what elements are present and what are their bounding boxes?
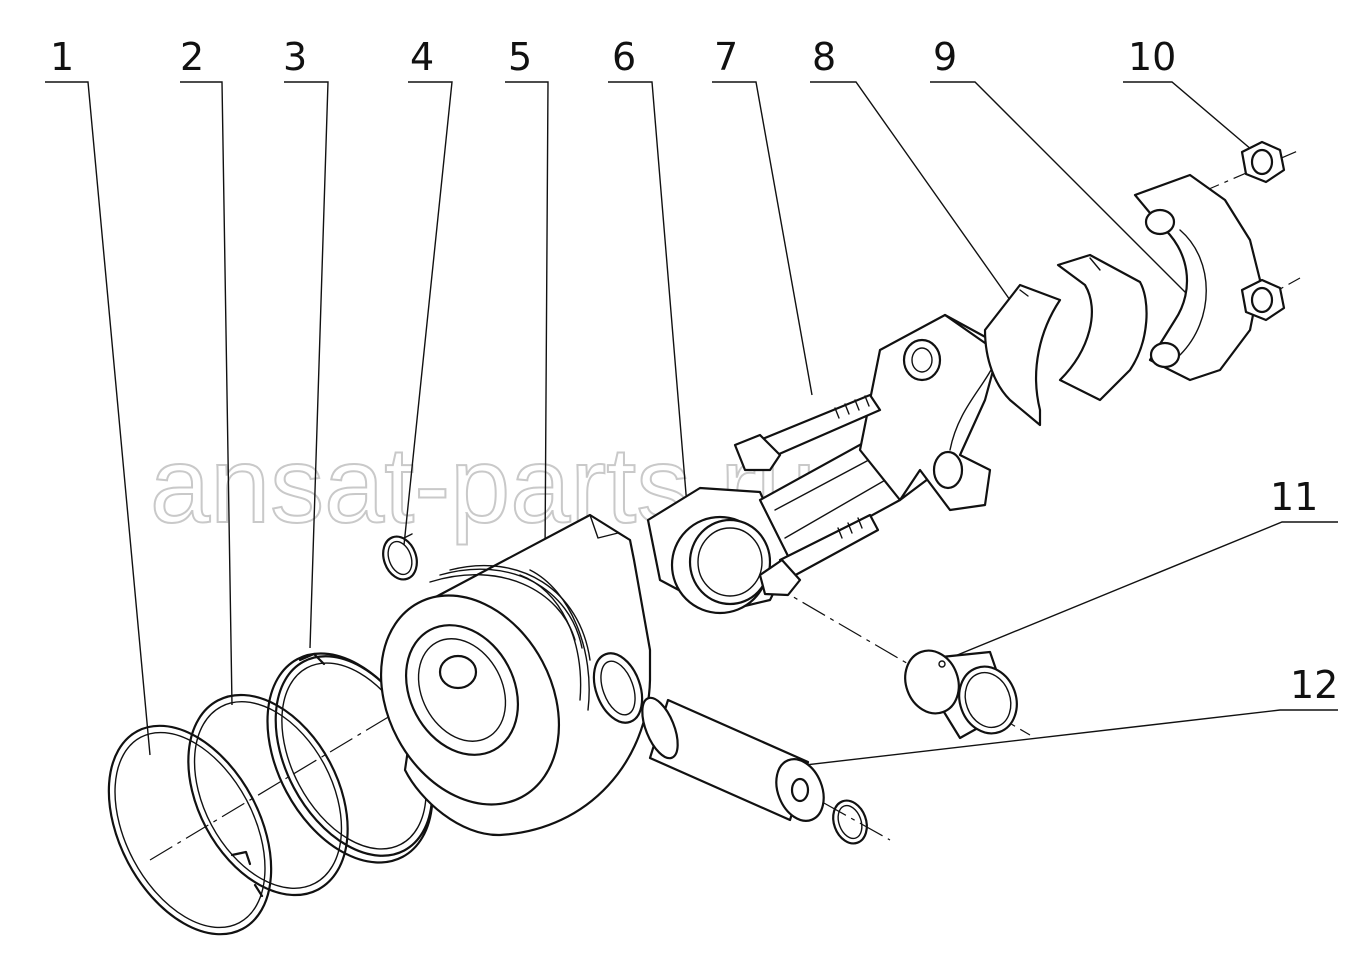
- rod-bolt-lower: [758, 513, 880, 597]
- bearing-shell-upper: [983, 283, 1062, 427]
- callout-labels: 1 2 3 4 5 6 7 8 9 10 11 12: [50, 35, 1338, 707]
- piston-ring-2: [187, 693, 349, 897]
- rod-bolt-upper: [733, 393, 882, 472]
- connecting-rod: [646, 313, 1002, 615]
- rod-cap: [1133, 173, 1262, 382]
- callout-5: 5: [508, 35, 532, 79]
- nut-lower: [1240, 278, 1286, 322]
- callout-7: 7: [714, 35, 738, 79]
- circlip-front: [382, 533, 418, 581]
- piston-ring-1: [107, 724, 273, 936]
- callout-2: 2: [180, 35, 204, 79]
- callout-8: 8: [812, 35, 836, 79]
- callout-11: 11: [1270, 475, 1318, 519]
- callout-9: 9: [933, 35, 957, 79]
- callout-6: 6: [612, 35, 636, 79]
- leader-lines: [45, 81, 1338, 771]
- piston-pin: [641, 696, 825, 822]
- small-end-bushing: [904, 649, 1018, 740]
- callout-3: 3: [283, 35, 307, 79]
- callout-12: 12: [1290, 663, 1338, 707]
- callout-4: 4: [410, 35, 434, 79]
- callout-1: 1: [50, 35, 74, 79]
- piston: [379, 513, 652, 837]
- nut-upper: [1240, 140, 1286, 184]
- bearing-shell-lower: [1056, 253, 1148, 402]
- circlip-rear: [832, 799, 868, 845]
- callout-10: 10: [1128, 35, 1176, 79]
